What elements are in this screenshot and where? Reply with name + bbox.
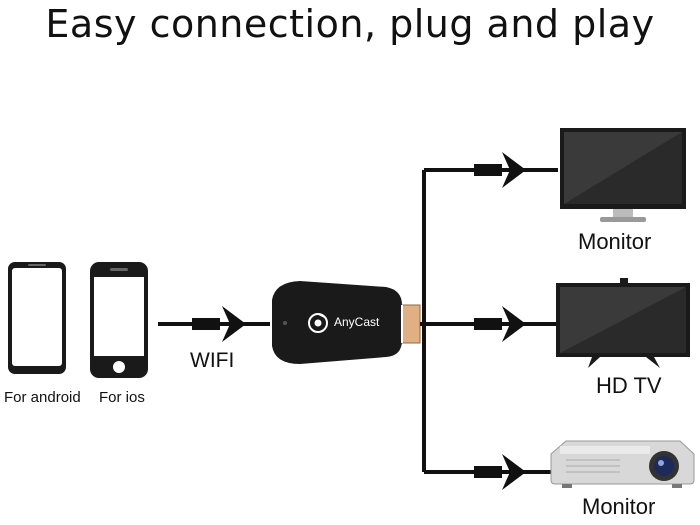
arrow-to-hdtv — [474, 306, 526, 342]
wifi-label: WIFI — [190, 349, 235, 372]
android-phone-icon — [8, 262, 66, 374]
dongle-label: AnyCast — [334, 315, 380, 329]
monitor-icon — [560, 128, 686, 222]
monitor-label: Monitor — [578, 229, 652, 254]
anycast-dongle — [272, 281, 421, 364]
wifi-connection-arrow — [158, 306, 270, 342]
hdtv-label: HD TV — [596, 373, 662, 398]
chrome-logo-icon — [308, 313, 328, 333]
arrow-to-monitor — [474, 152, 526, 188]
tv-icon — [556, 278, 690, 368]
projector-icon — [550, 440, 695, 488]
ios-label: For ios — [99, 389, 145, 406]
arrow-to-projector — [474, 454, 526, 490]
android-label: For android — [4, 389, 81, 406]
page-title: Easy connection, plug and play — [45, 2, 655, 46]
iphone-icon — [90, 262, 148, 378]
projector-monitor-label: Monitor — [582, 494, 656, 519]
